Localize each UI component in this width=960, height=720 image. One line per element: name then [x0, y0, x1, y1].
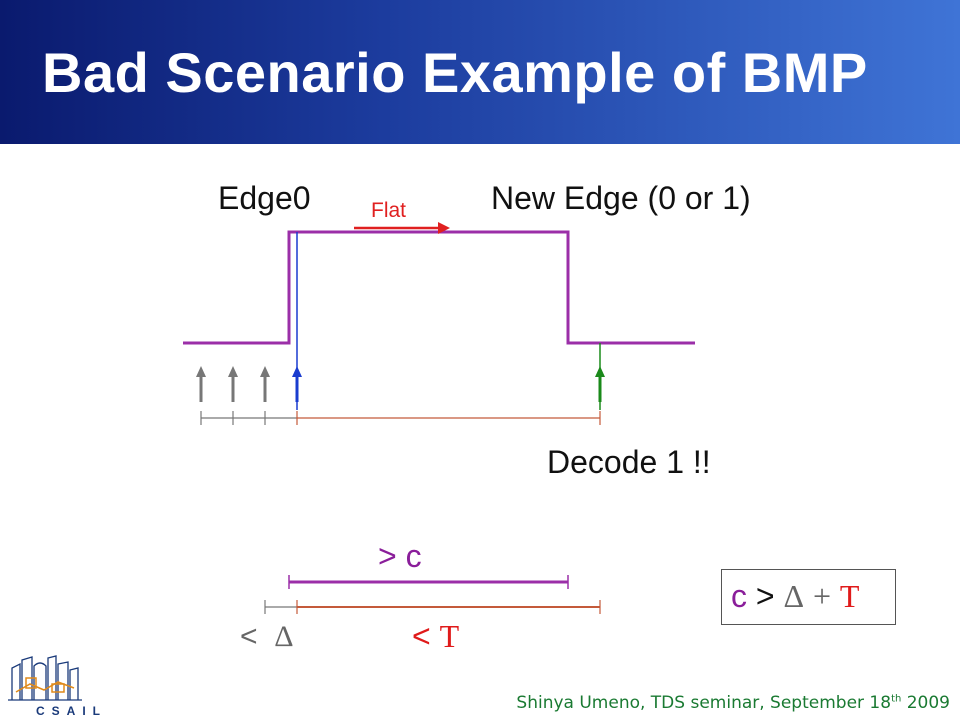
new-edge-label: New Edge (0 or 1): [491, 180, 751, 216]
delta-interval: [264, 600, 297, 614]
decode-interval-ruler: [296, 411, 601, 425]
c-interval: [288, 575, 569, 589]
flat-arrow-head: [438, 222, 450, 234]
decode-label: Decode 1 !!: [547, 444, 711, 480]
less-than-symbol: <: [240, 620, 258, 653]
condition-box: c > Δ + T: [721, 569, 896, 625]
csail-logo-icon: [8, 655, 82, 701]
T-interval: [296, 600, 601, 614]
title-bar: Bad Scenario Example of BMP: [0, 0, 960, 144]
footer-year: 2009: [901, 693, 950, 713]
sample-interval-ruler: [200, 411, 297, 425]
sample-arrow: [260, 366, 270, 402]
formula-T: T: [839, 578, 860, 614]
formula-plus: +: [812, 578, 831, 614]
less-T-label: < T: [412, 618, 459, 655]
less-delta-label: < Δ: [240, 620, 294, 654]
signal-waveform: [183, 230, 695, 345]
delta-symbol: Δ: [274, 620, 294, 653]
flat-label: Flat: [371, 199, 407, 222]
footer-text: Shinya Umeno, TDS seminar, September 18: [516, 693, 892, 713]
footer-ordinal: th: [891, 693, 902, 705]
sample-arrow: [196, 366, 206, 402]
formula-gt: >: [755, 578, 775, 614]
csail-logo-text: CSAIL: [36, 704, 107, 718]
T-symbol: T: [439, 618, 460, 654]
formula-delta: Δ: [783, 578, 805, 614]
greater-c-label: > c: [378, 538, 422, 574]
less-than-symbol: <: [412, 618, 431, 654]
edge-sample-arrow: [292, 366, 302, 402]
sample-arrow: [228, 366, 238, 402]
decode-sample-arrow: [595, 366, 605, 402]
footer-credit: Shinya Umeno, TDS seminar, September 18t…: [516, 693, 950, 713]
edge0-label: Edge0: [218, 180, 311, 216]
slide-title: Bad Scenario Example of BMP: [42, 41, 868, 104]
condition-formula: c > Δ + T: [731, 578, 859, 615]
formula-c: c: [731, 578, 747, 614]
